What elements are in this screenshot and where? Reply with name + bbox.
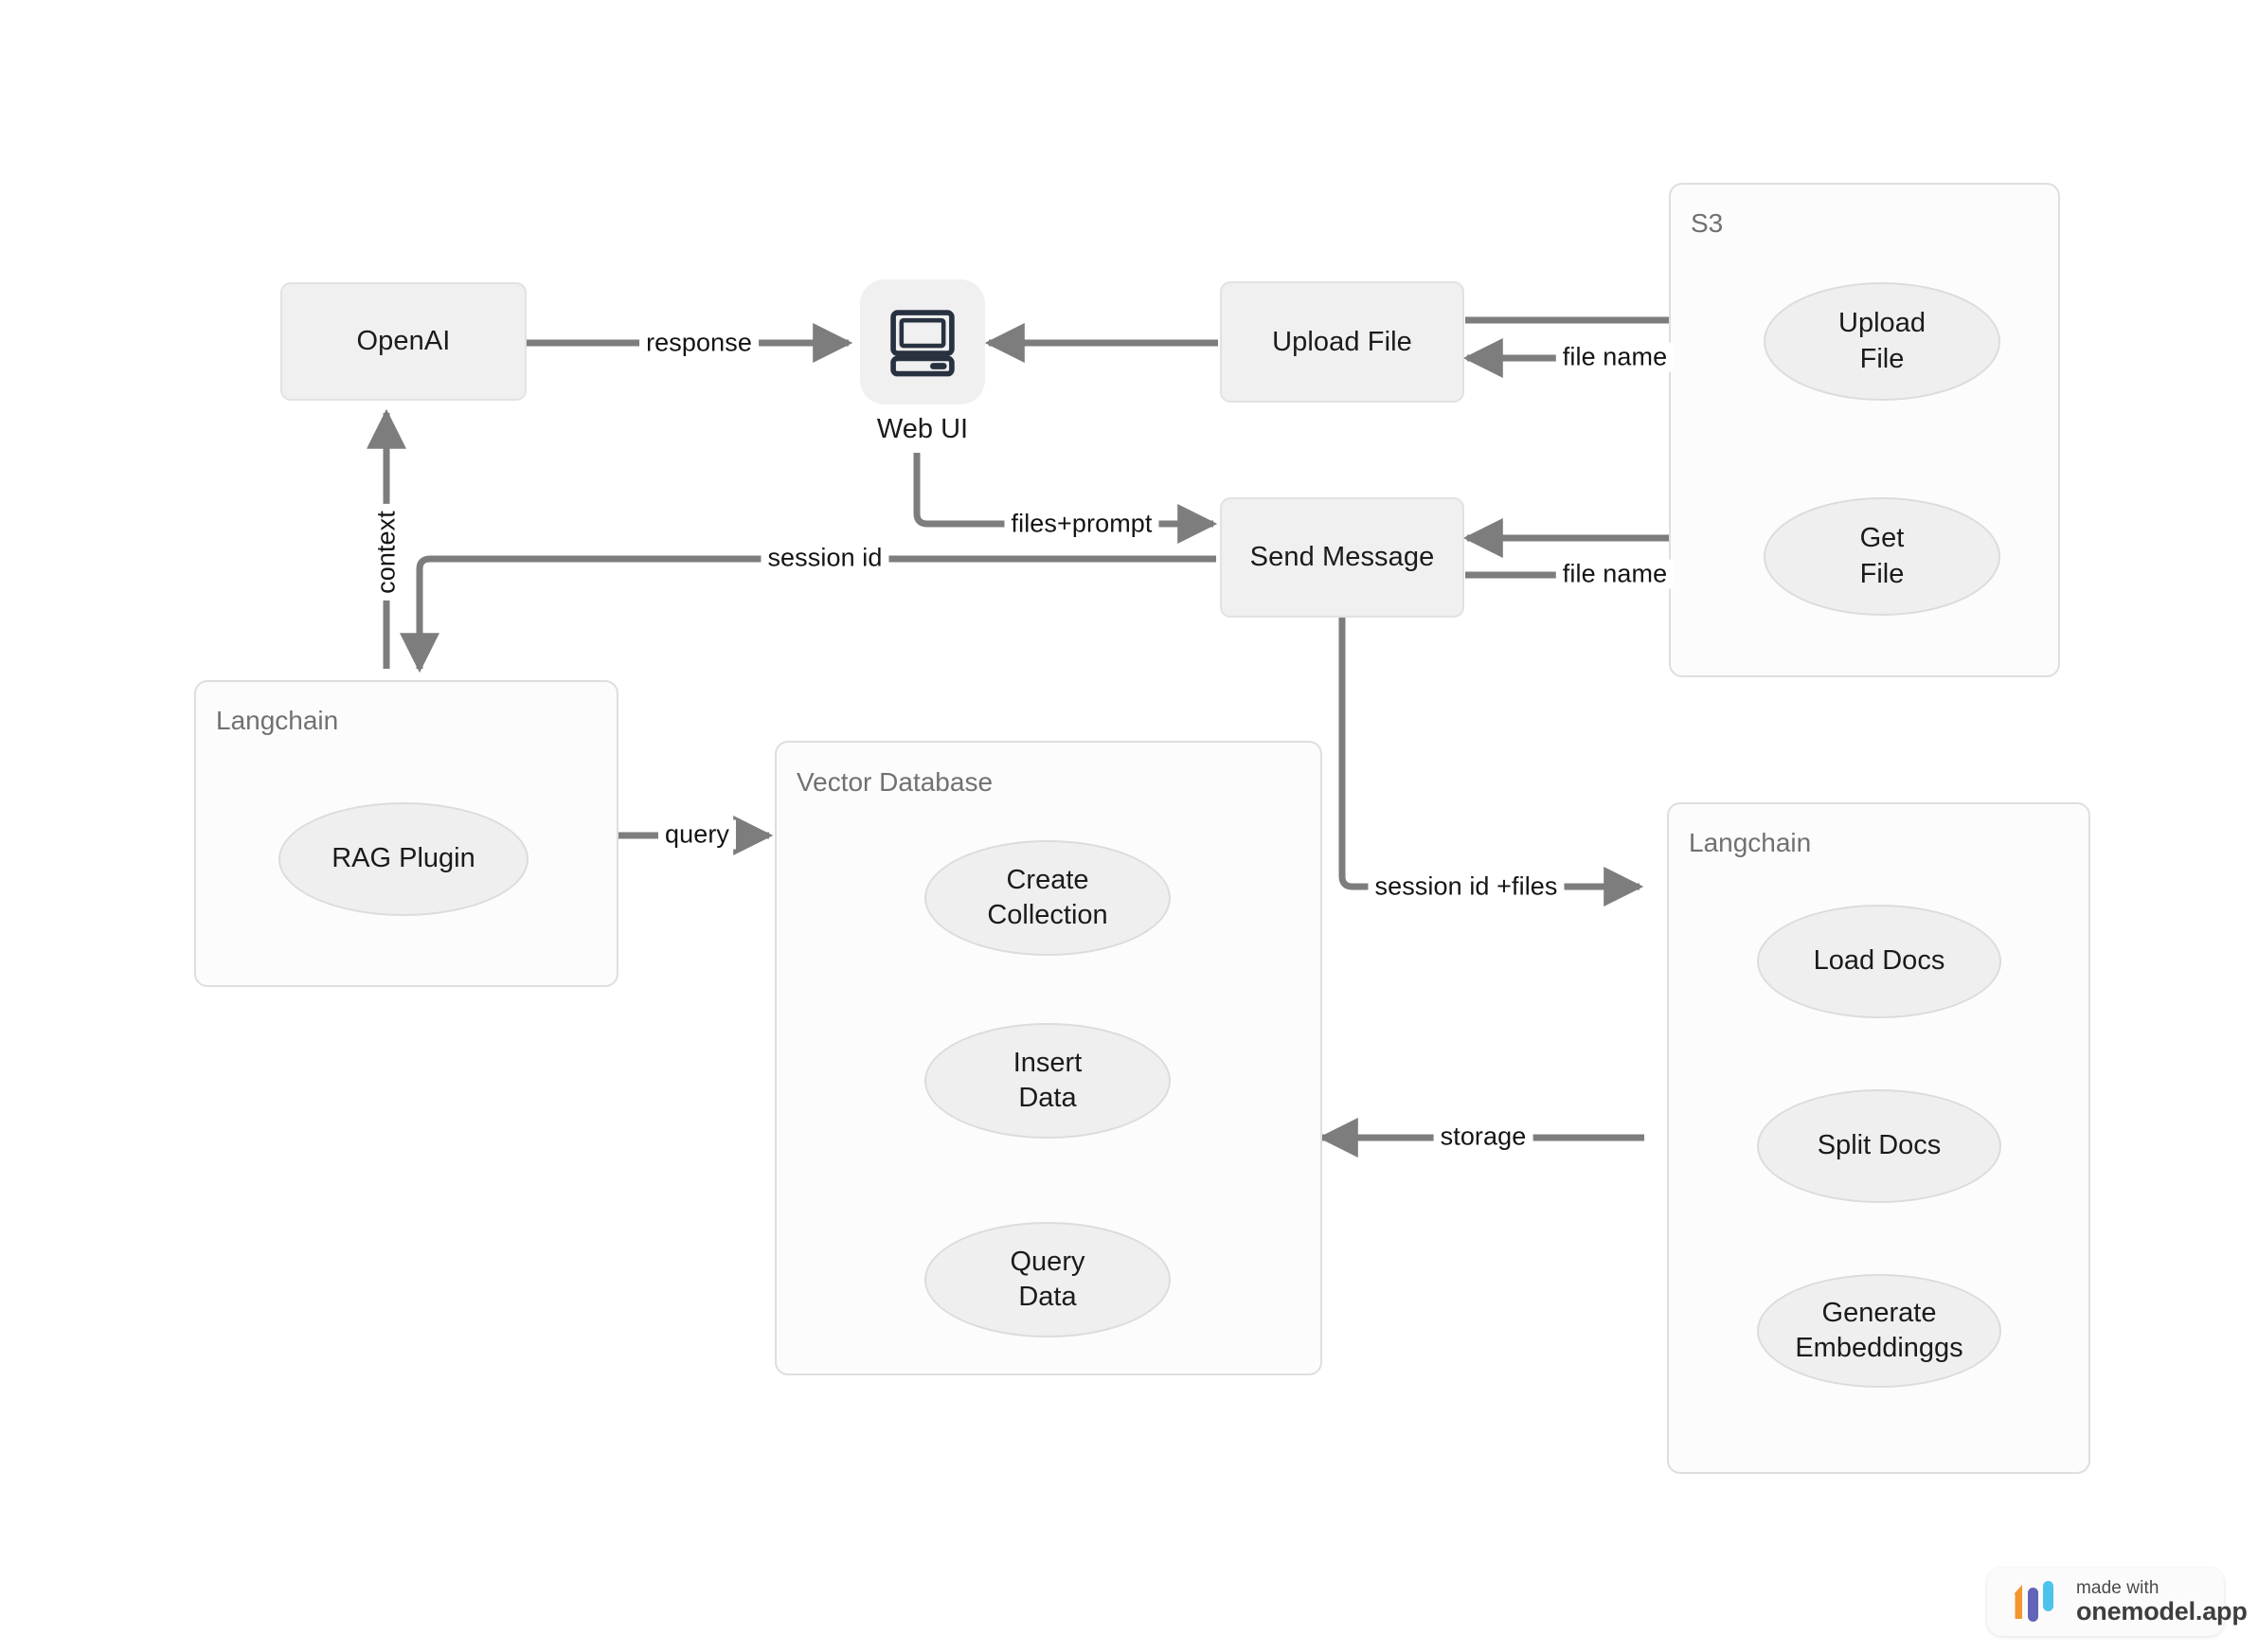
group-s3-label: S3: [1691, 208, 1724, 238]
node-query-data-label: Query Data: [1010, 1246, 1085, 1312]
made-with-onemodel-badge[interactable]: made with onemodel.app: [1987, 1568, 2248, 1636]
edge-label-get-file-name: file name: [1555, 559, 1675, 589]
edge-label-storage: storage: [1433, 1122, 1533, 1152]
node-generate-embeddings-label: Generate Embeddinggs: [1795, 1297, 1963, 1363]
node-s3-upload-file-label: Upload File: [1838, 308, 1926, 374]
group-vector-database-label: Vector Database: [797, 767, 994, 797]
badge-made-with: made with: [2076, 1577, 2159, 1598]
badge-text: made with onemodel.app: [2076, 1577, 2248, 1625]
node-load-docs-label: Load Docs: [1813, 945, 1945, 977]
edge-label-s3-file-name: file name: [1555, 342, 1675, 372]
edge-label-files-prompt: files+prompt: [1004, 509, 1159, 539]
edge-session-id: [400, 555, 1216, 673]
node-create-collection[interactable]: Create Collection: [924, 840, 1171, 956]
node-rag-plugin-label: RAG Plugin: [332, 843, 475, 874]
edge-label-session-id-files: session id +files: [1368, 871, 1565, 902]
badge-brand: onemodel.app: [2076, 1596, 2248, 1625]
node-rag-plugin[interactable]: RAG Plugin: [278, 802, 529, 916]
edge-session-id-files: [1338, 618, 1644, 907]
group-langchain-right-label: Langchain: [1689, 828, 1812, 857]
node-upload-file-action[interactable]: Upload File: [1220, 281, 1464, 403]
node-openai-label: OpenAI: [356, 326, 451, 356]
node-openai[interactable]: OpenAI: [280, 282, 527, 401]
group-langchain-left-label: Langchain: [216, 706, 339, 735]
node-send-message-action-label: Send Message: [1249, 542, 1435, 572]
onemodel-logo-icon: [2006, 1580, 2059, 1624]
node-s3-get-file-label: Get File: [1859, 523, 1905, 589]
node-send-message-action[interactable]: Send Message: [1220, 497, 1464, 618]
node-split-docs-label: Split Docs: [1817, 1130, 1942, 1161]
node-insert-data-label: Insert Data: [1013, 1047, 1083, 1113]
node-load-docs[interactable]: Load Docs: [1757, 905, 2001, 1018]
edge-label-response: response: [639, 328, 759, 358]
node-query-data[interactable]: Query Data: [924, 1222, 1171, 1338]
node-web-ui-label: Web UI: [876, 414, 969, 444]
node-s3-get-file[interactable]: Get File: [1764, 497, 2000, 616]
node-split-docs[interactable]: Split Docs: [1757, 1089, 2001, 1203]
node-upload-file-action-label: Upload File: [1272, 326, 1412, 357]
node-create-collection-label: Create Collection: [987, 864, 1108, 930]
node-generate-embeddings[interactable]: Generate Embeddinggs: [1757, 1274, 2001, 1388]
node-insert-data[interactable]: Insert Data: [924, 1023, 1171, 1139]
edge-label-query: query: [657, 819, 737, 850]
node-web-ui[interactable]: [860, 279, 985, 404]
desktop-computer-icon: [882, 301, 963, 383]
node-s3-upload-file[interactable]: Upload File: [1764, 282, 2000, 401]
edge-label-session-id: session id: [761, 543, 889, 573]
edge-label-context: context: [371, 504, 402, 601]
